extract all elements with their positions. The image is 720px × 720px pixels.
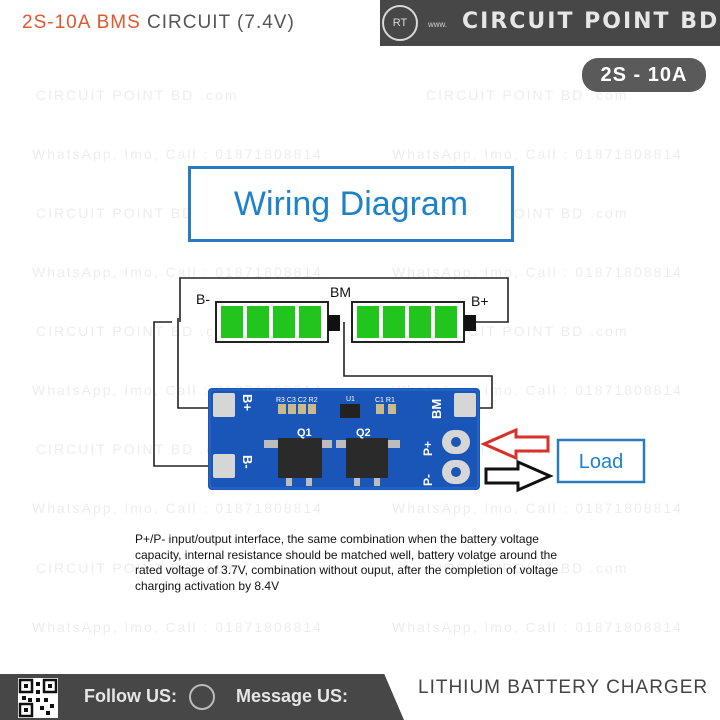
wire-bm [343, 322, 493, 409]
load-box [556, 438, 646, 484]
arrow-in-icon [480, 427, 550, 461]
watermark-contact: WhatsApp, Imo, Call : 01871808814 [32, 500, 323, 516]
description: P+/P- input/output interface, the same c… [135, 532, 635, 594]
watermark-contact: WhatsApp, Imo, Call : 01871808814 [392, 500, 683, 516]
watermark-brand: CIRCUIT POINT BD .com [426, 560, 629, 576]
title-rest: CIRCUIT (7.4V) [140, 12, 295, 33]
bms-pcb [208, 388, 480, 490]
watermark-contact: WhatsApp, Imo, Call : 01871808814 [392, 619, 683, 635]
watermark-brand: CIRCUIT POINT BD .com [426, 87, 629, 103]
description-line: rated voltage of 3.7V, combination witho… [135, 563, 559, 577]
page-title: 2S-10A BMS CIRCUIT (7.4V) [22, 12, 295, 34]
wiring-diagram-title: Wiring Diagram [188, 166, 514, 242]
mosfet-q1 [264, 438, 332, 486]
brand-web-prefix: www. [428, 20, 448, 29]
watermark-contact: WhatsApp, Imo, Call : 01871808814 [392, 264, 683, 280]
watermark-contact: WhatsApp, Imo, Call : 01871808814 [32, 146, 323, 162]
silk-components-right: C1 R1 [375, 397, 395, 404]
silk-q2: Q2 [356, 427, 371, 439]
follow-us-label: Follow US: [84, 686, 177, 706]
description-line: charging activation by 8.4V [135, 578, 280, 593]
messenger-icon[interactable] [189, 684, 215, 710]
silk-b-plus: B+ [240, 394, 255, 411]
silk-b-minus: B- [240, 455, 255, 469]
silk-q1: Q1 [297, 427, 312, 439]
load-label: Load [579, 451, 624, 473]
wire-b-plus [177, 318, 212, 409]
label-b-plus: B+ [471, 293, 489, 309]
pad-bm [454, 393, 476, 417]
silk-bm: BM [429, 399, 444, 419]
wire-top-loop [179, 277, 509, 323]
pad-b-plus [213, 393, 235, 417]
watermark-brand: CIRCUIT POINT BD .com [36, 87, 239, 103]
watermark-contact: WhatsApp, Imo, Call : 01871808814 [32, 264, 323, 280]
silk-p-plus: P+ [421, 441, 435, 456]
label-b-minus: B- [196, 291, 210, 307]
label-bm: BM [330, 284, 351, 300]
footer-light-panel [380, 664, 720, 720]
silk-p-minus: P- [421, 474, 435, 486]
watermark-brand: CIRCUIT POINT BD .com [36, 323, 239, 339]
spec-badge: 2S - 10A [582, 58, 706, 92]
battery-cell-2 [351, 301, 476, 343]
mosfet-q2 [336, 438, 400, 486]
product-category: LITHIUM BATTERY CHARGER [418, 677, 709, 698]
watermark-contact: WhatsApp, Imo, Call : 01871808814 [392, 146, 683, 162]
wire-b-minus [153, 321, 212, 467]
qr-code-icon[interactable] [18, 678, 58, 718]
message-us-label: Message US: [236, 686, 349, 706]
watermark-contact: WhatsApp, Imo, Call : 01871808814 [32, 619, 323, 635]
watermark-brand: CIRCUIT POINT BD .com [426, 323, 629, 339]
watermark-brand: CIRCUIT POINT BD .com [36, 441, 239, 457]
silk-u1: U1 [346, 396, 355, 403]
pad-b-minus [213, 454, 235, 478]
watermark-brand: CIRCUIT POINT BD .com [36, 560, 239, 576]
title-accent: 2S-10A BMS [22, 12, 141, 33]
arrow-out-icon [484, 459, 554, 493]
silk-components-left: R3 C3 C2 R2 [276, 397, 318, 404]
brand-name: CIRCUIT POINT BD [462, 9, 720, 34]
description-line: capacity, internal resistance should be … [135, 547, 558, 562]
brand-logo-icon: RT [382, 5, 418, 41]
wires [153, 277, 509, 467]
watermark-brand: CIRCUIT POINT BD .com [36, 205, 239, 221]
header-light-panel [0, 0, 380, 46]
description-line: P+/P- input/output interface, the same c… [135, 532, 539, 546]
battery-cell-1 [215, 301, 340, 343]
